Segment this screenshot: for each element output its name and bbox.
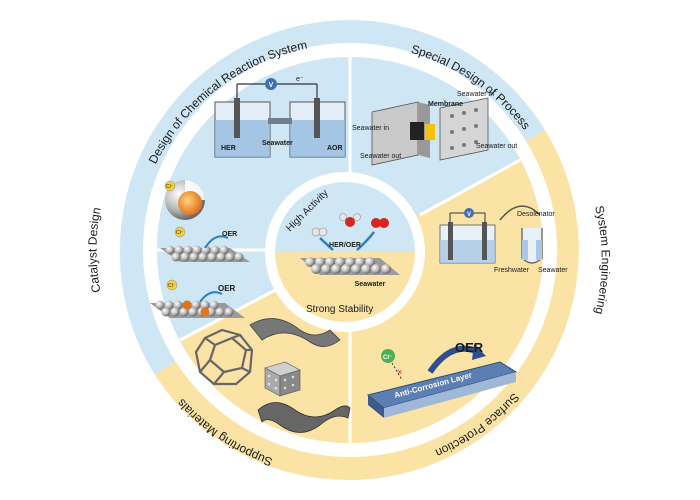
- surface-cl-label: Cl⁻: [383, 355, 392, 361]
- loop-arrow: [499, 205, 541, 221]
- molecule-o2: [371, 218, 389, 228]
- oer-label-1: OER: [222, 231, 237, 238]
- center-seawater-label: Seawater: [355, 281, 386, 288]
- system-voltmeter-icon: [464, 208, 474, 218]
- center-catalyst-surface: [300, 257, 400, 275]
- voltmeter-label: V: [269, 82, 274, 89]
- ring-separator: [143, 43, 557, 457]
- center-hub: HER/OER Seawater High Activity Strong St…: [265, 172, 425, 332]
- core-icon: [178, 191, 202, 215]
- seawater-out-right-label: Seawater out: [476, 143, 517, 150]
- left-electrode: [234, 98, 240, 138]
- supporting-materials-illustration: [194, 318, 351, 433]
- wavy-sheet-icon: [257, 402, 351, 433]
- center-arrow-right: [356, 231, 375, 251]
- catalyst-surface-1: Cl⁻ OER: [160, 226, 250, 262]
- right-electrode: [314, 98, 320, 138]
- reaction-system-illustration: V e⁻ HER AOR Seawater: [214, 76, 346, 158]
- voltmeter-icon: [265, 78, 277, 90]
- cl-label-3: Cl⁻: [168, 283, 176, 289]
- process-illustration: Membrane Seawater in Seawater in Seawate…: [352, 91, 517, 166]
- system-voltmeter-label: V: [467, 212, 471, 218]
- seawater-in-top-label: Seawater in: [457, 91, 494, 98]
- membrane-label: Membrane: [428, 101, 463, 108]
- catalyst-design-illustration: Cl⁻ Cl⁻ OER Cl⁻ OER: [150, 180, 250, 318]
- aor-label: AOR: [327, 145, 343, 152]
- ring-label-system-engineering: System Engineering: [592, 204, 613, 316]
- oer-label-2: OER: [218, 284, 236, 293]
- desalinator-label: Desolenator: [517, 211, 555, 218]
- molecule-h2o: [339, 213, 361, 227]
- connecting-tube: [268, 118, 292, 124]
- spoke: [419, 158, 521, 217]
- cube-lattice-icon: [264, 361, 301, 397]
- seawater-out-left-label: Seawater out: [360, 153, 401, 160]
- catalyst-surface-2: Cl⁻ OER: [150, 279, 245, 318]
- chloride-icon: [164, 180, 176, 192]
- electron-label: e⁻: [296, 76, 304, 83]
- cl-label-1: Cl⁻: [166, 184, 174, 190]
- surface-oer-label: OER: [455, 340, 484, 355]
- blocked-mark: ×: [397, 367, 402, 377]
- her-label: HER: [221, 145, 236, 152]
- membrane-block: [410, 122, 424, 140]
- surface-chloride-icon: [381, 349, 395, 363]
- strong-stability-label: Strong Stability: [306, 304, 373, 315]
- reaction-seawater-label: Seawater: [262, 140, 293, 147]
- graphene-sheet-icon: [249, 318, 341, 347]
- system-seawater-label: Seawater: [538, 267, 568, 274]
- center-arrow-left: [319, 237, 334, 251]
- ring-label-catalyst-design: Catalyst Design: [85, 206, 103, 294]
- system-engineering-illustration: V Desolenator Freshwater Seawater: [439, 205, 568, 274]
- left-tank-water: [215, 120, 270, 157]
- molecule-h2: [311, 227, 328, 237]
- cl-label-2: Cl⁻: [176, 230, 184, 236]
- membrane-yellow: [425, 124, 435, 140]
- seawater-in-left-label: Seawater in: [352, 125, 389, 132]
- freshwater-label: Freshwater: [494, 267, 530, 274]
- cage-structure-icon: [194, 328, 254, 386]
- center-her-oer-label: HER/OER: [329, 242, 361, 249]
